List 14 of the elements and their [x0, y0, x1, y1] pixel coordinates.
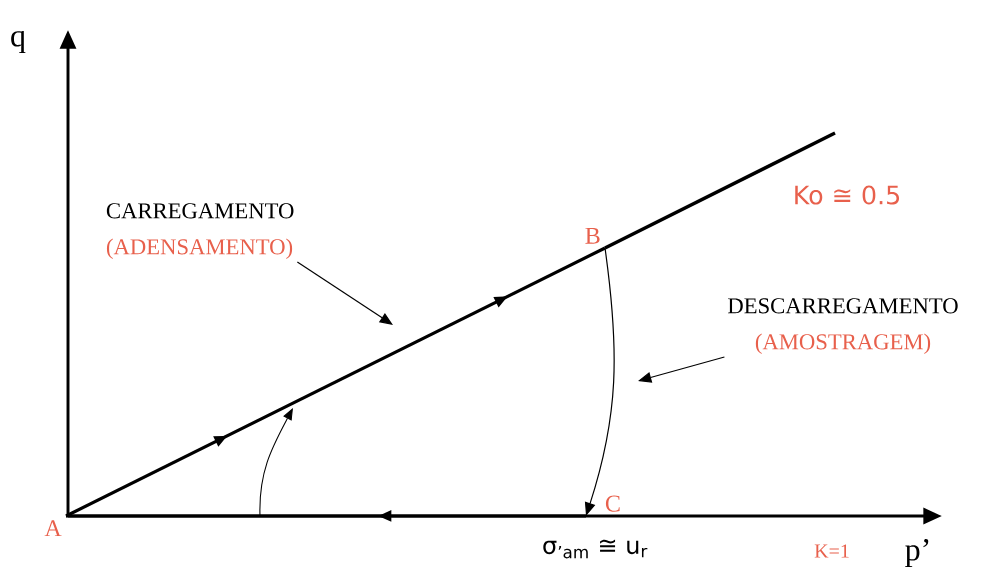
- annotation-text: CARREGAMENTO (ADENSAMENTO): [106, 203, 294, 260]
- stress-path: [65, 246, 606, 518]
- point-label: A: [44, 520, 62, 537]
- annotation-text: DESCARREGAMENTO (AMOSTRAGEM): [728, 298, 958, 355]
- axis-label: q: [11, 30, 26, 54]
- leader-arrow: [638, 356, 725, 383]
- value-label: Ko ≅ 0.5: [795, 185, 899, 205]
- axis-label: p’: [905, 538, 929, 568]
- value-label: K=1: [814, 544, 849, 558]
- equation-label: σ$_{’am}$ ≅ u$_{r}$: [543, 539, 648, 559]
- point-label: B: [585, 227, 600, 244]
- point-label: C: [605, 495, 620, 512]
- leader-arrow: [296, 261, 393, 325]
- stress-path: [584, 247, 615, 516]
